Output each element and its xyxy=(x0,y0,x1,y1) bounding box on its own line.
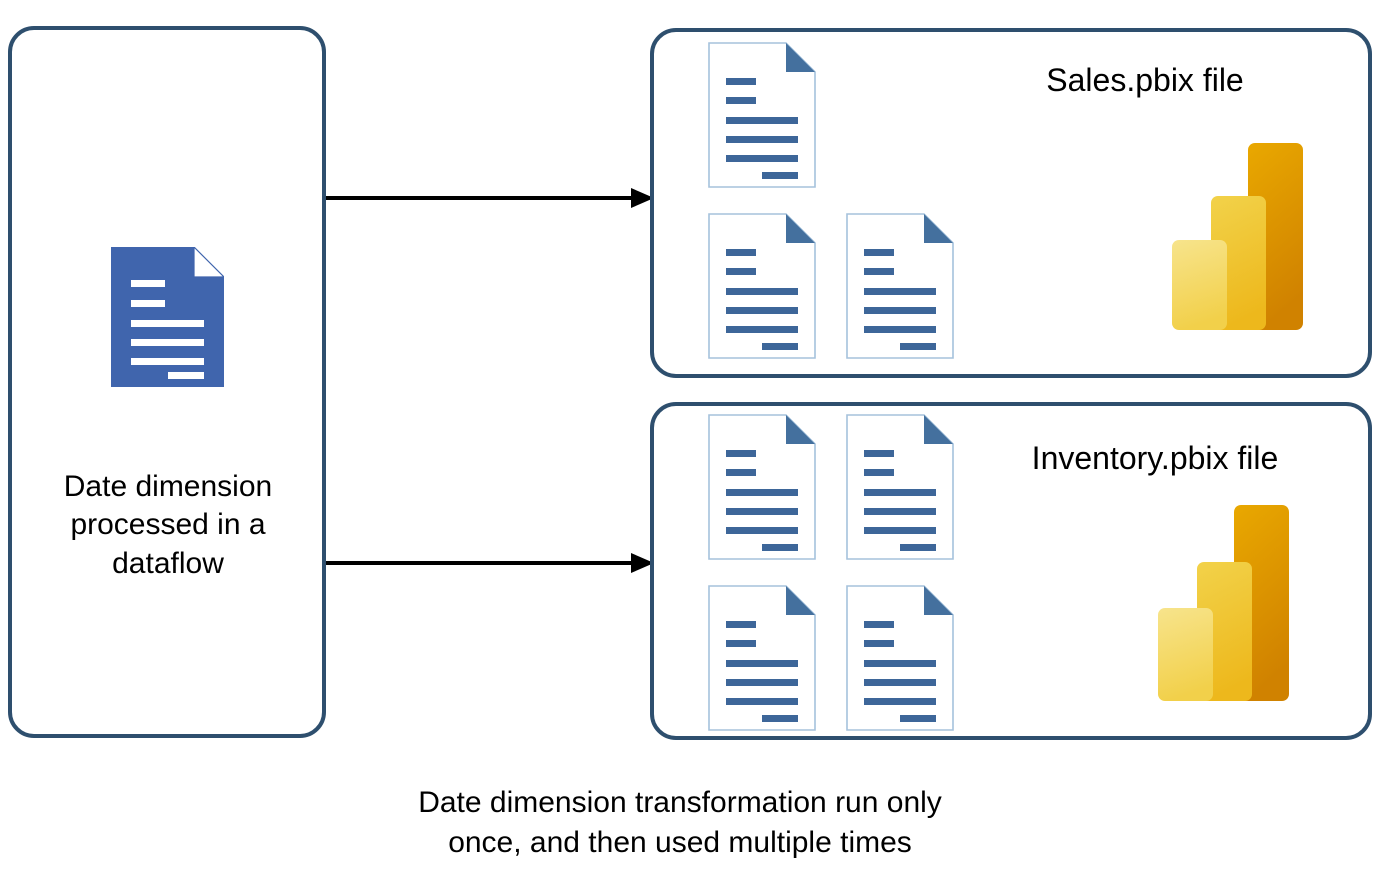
document-icon xyxy=(708,414,816,560)
inventory-pbix-label: Inventory.pbix file xyxy=(1031,440,1279,476)
blue-document-icon xyxy=(111,247,224,387)
arrow-to-inventory xyxy=(326,553,654,573)
document-icon xyxy=(846,414,954,560)
document-icon xyxy=(708,213,816,359)
arrow-to-sales xyxy=(326,188,654,208)
document-icon xyxy=(708,585,816,731)
document-icon xyxy=(846,213,954,359)
source-label: Date dimension processed in a dataflow xyxy=(63,470,273,580)
power-bi-logo-icon xyxy=(1166,143,1310,330)
diagram-caption: Date dimension transformation run only o… xyxy=(418,786,942,859)
document-icon xyxy=(708,42,816,188)
sales-pbix-label: Sales.pbix file xyxy=(1046,62,1244,98)
document-icon xyxy=(846,585,954,731)
power-bi-logo-icon xyxy=(1152,505,1296,701)
